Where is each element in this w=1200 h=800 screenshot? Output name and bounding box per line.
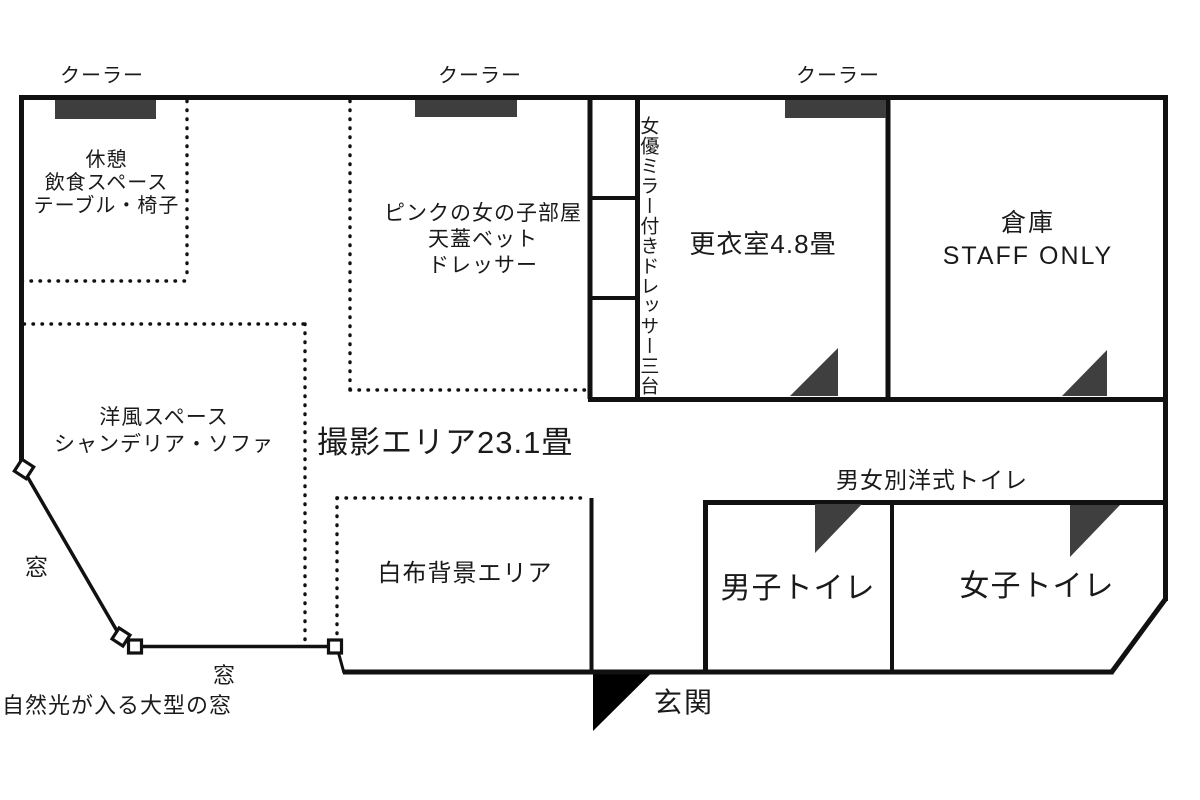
- window-marker: [12, 457, 36, 481]
- room-label-mirror-dressers: 女優ミラー付きドレッサー三台: [637, 116, 659, 396]
- window-line-diagonal: [25, 475, 119, 632]
- outer-walls: [19, 95, 1168, 675]
- room-label-western-space: 洋風スペース シャンデリア・ソファ: [54, 406, 274, 456]
- ac-unit: [415, 100, 517, 117]
- toilets-heading: 男女別洋式トイレ: [836, 467, 1028, 493]
- dotted-boundaries: [20, 99, 590, 645]
- wall-window-jog: [336, 650, 346, 674]
- wall-corner-diagonal: [1108, 597, 1168, 675]
- door-marker-womens-toilet: [1070, 505, 1120, 557]
- door-marker-mens-toilet: [815, 504, 862, 553]
- windows: [12, 457, 344, 655]
- window-label-left: 窓: [25, 554, 49, 580]
- door-marker-changing-room: [790, 348, 838, 396]
- door-markers: [790, 348, 1120, 557]
- room-label-pink-room: ピンクの女の子部屋 天蓋ベット ドレッサー: [384, 202, 582, 277]
- cooler-label-left: クーラー: [60, 65, 144, 87]
- ac-units: [55, 100, 886, 119]
- door-marker-storage: [1062, 350, 1107, 396]
- interior-walls: [587, 97, 1166, 672]
- cooler-label-right: クーラー: [796, 65, 880, 87]
- window-note: 自然光が入る大型の窓: [2, 693, 233, 718]
- window-marker: [109, 625, 133, 649]
- room-label-changing-room: 更衣室4.8畳: [689, 229, 837, 259]
- room-label-rest-area: 休憩 飲食スペース テーブル・椅子: [33, 149, 180, 217]
- ac-unit: [785, 100, 886, 118]
- room-label-shooting-area: 撮影エリア23.1畳: [317, 425, 574, 460]
- window-marker: [326, 638, 344, 655]
- cooler-label-middle: クーラー: [438, 65, 522, 87]
- room-label-storage: 倉庫 STAFF ONLY: [942, 209, 1114, 270]
- room-label-mens-toilet: 男子トイレ: [720, 572, 876, 605]
- room-label-white-backdrop: 白布背景エリア: [377, 560, 553, 587]
- room-label-womens-toilet: 女子トイレ: [959, 570, 1115, 603]
- entrance-marker: [593, 674, 650, 731]
- entrance-label: 玄関: [654, 687, 715, 718]
- ac-unit: [55, 100, 156, 119]
- window-label-bottom: 窓: [213, 663, 237, 688]
- window-marker: [126, 638, 144, 655]
